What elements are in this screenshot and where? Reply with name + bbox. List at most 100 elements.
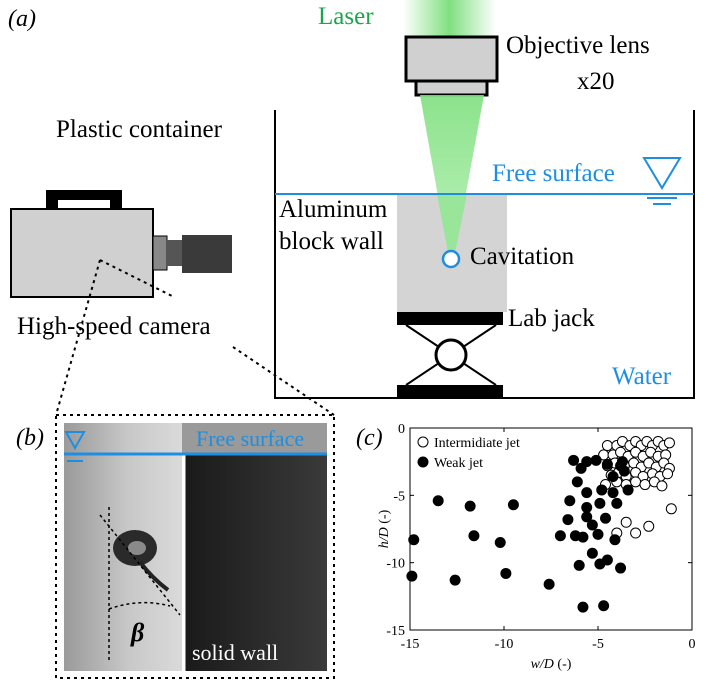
weak-jet-point	[594, 497, 606, 509]
weak-jet-point	[464, 500, 476, 512]
objective-lens-mag-label: x20	[577, 68, 615, 95]
angle-beta-label: β	[131, 618, 145, 647]
intermediate-jet-point	[665, 503, 677, 515]
weak-jet-point	[611, 497, 623, 509]
weak-jet-point	[554, 530, 566, 542]
x-tick-label: 0	[689, 637, 696, 652]
weak-jet-point	[408, 534, 420, 546]
panel-b-letter: (b)	[16, 425, 44, 451]
intermediate-jet-point	[601, 440, 613, 452]
camera-handle-gap	[58, 200, 110, 210]
objective-lens-tip	[414, 79, 489, 97]
x-axis-label: w/D (-)	[531, 657, 572, 672]
intermediate-jet-point	[656, 480, 668, 492]
plastic-container-label: Plastic container	[56, 116, 222, 143]
objective-lens-body	[404, 35, 499, 83]
weak-jet-point	[607, 487, 619, 499]
angle-arc	[108, 601, 171, 610]
panel-a-letter: (a)	[8, 6, 36, 32]
zoom-line-right	[232, 346, 335, 416]
weak-jet-point	[596, 484, 608, 496]
weak-jet-point	[615, 562, 627, 574]
weak-jet-point	[568, 454, 580, 466]
photo-jet-tail	[138, 560, 170, 592]
camera-label: High-speed camera	[17, 313, 211, 340]
weak-jet-point	[432, 495, 444, 507]
free-surface-label: Free surface	[492, 160, 615, 187]
objective-lens-label: Objective lens	[506, 32, 650, 59]
weak-jet-point	[543, 578, 555, 590]
weak-jet-point	[507, 499, 519, 511]
y-tick-label: -5	[393, 489, 405, 504]
legend-marker-weak	[417, 456, 429, 468]
photo-wall-region	[185, 455, 327, 671]
photo-free-surface-symbol	[64, 431, 86, 451]
weak-jet-point	[573, 559, 585, 571]
weak-jet-point	[571, 476, 583, 488]
y-tick-label: -10	[386, 557, 405, 572]
y-tick-label: 0	[398, 422, 405, 437]
zoom-line-left	[55, 259, 101, 416]
x-tick-label: -5	[592, 637, 604, 652]
cavitation-bubble	[441, 249, 461, 269]
weak-jet-point	[581, 456, 593, 468]
plot-area	[409, 427, 693, 631]
legend-label-weak: Weak jet	[434, 456, 483, 471]
photo-free-surface-label: Free surface	[196, 426, 305, 451]
solid-wall-label: solid wall	[192, 640, 279, 665]
laser-label: Laser	[318, 3, 374, 30]
intermediate-jet-point	[663, 437, 675, 449]
block-wall-label: block wall	[279, 228, 384, 255]
weak-jet-point	[600, 512, 612, 524]
weak-jet-point	[607, 470, 619, 482]
weak-jet-point	[601, 458, 613, 470]
intermediate-jet-point	[639, 479, 651, 491]
laser-source	[403, 0, 496, 38]
photo-frame	[55, 414, 335, 679]
photo-top-strip	[182, 423, 327, 455]
weak-jet-point	[577, 531, 589, 543]
camera-lens	[182, 235, 232, 273]
lab-jack-top	[397, 312, 503, 325]
legend-marker-intermediate	[417, 436, 429, 448]
camera-lens-ring	[152, 235, 168, 271]
laser-beam	[420, 95, 484, 258]
laser-beam-lower	[437, 194, 467, 258]
lab-jack-knob	[434, 338, 468, 372]
weak-jet-point	[581, 501, 593, 513]
intermediate-jet-point	[662, 468, 674, 480]
weak-jet-point	[598, 600, 610, 612]
camera-body	[10, 208, 154, 298]
weak-jet-point	[586, 547, 598, 559]
weak-jet-point	[449, 574, 461, 586]
photo-bubble-highlight	[128, 541, 146, 555]
weak-jet-point	[577, 601, 589, 613]
water-label: Water	[612, 363, 672, 390]
weak-jet-point	[562, 514, 574, 526]
y-tick-label: -15	[386, 624, 405, 639]
weak-jet-point	[592, 528, 604, 540]
weak-jet-point	[468, 530, 480, 542]
weak-jet-point	[609, 534, 621, 546]
cavitation-label: Cavitation	[470, 243, 575, 270]
lab-jack-label: Lab jack	[508, 305, 595, 332]
weak-jet-point	[618, 465, 630, 477]
panel-c-letter: (c)	[356, 425, 383, 451]
aluminum-label: Aluminum	[279, 196, 388, 223]
weak-jet-point	[586, 519, 598, 531]
camera-lens-ring2	[166, 240, 182, 266]
weak-jet-point	[581, 511, 593, 523]
lab-jack-base	[397, 385, 503, 398]
weak-jet-point	[564, 495, 576, 507]
x-tick-label: -15	[401, 637, 420, 652]
x-tick-label: -10	[495, 637, 514, 652]
intermediate-jet-point	[620, 516, 632, 528]
intermediate-jet-point	[630, 476, 642, 488]
weak-jet-point	[622, 484, 634, 496]
legend-label-intermediate: Intermidiate jet	[434, 436, 520, 451]
weak-jet-point	[406, 570, 418, 582]
weak-jet-point	[601, 554, 613, 566]
